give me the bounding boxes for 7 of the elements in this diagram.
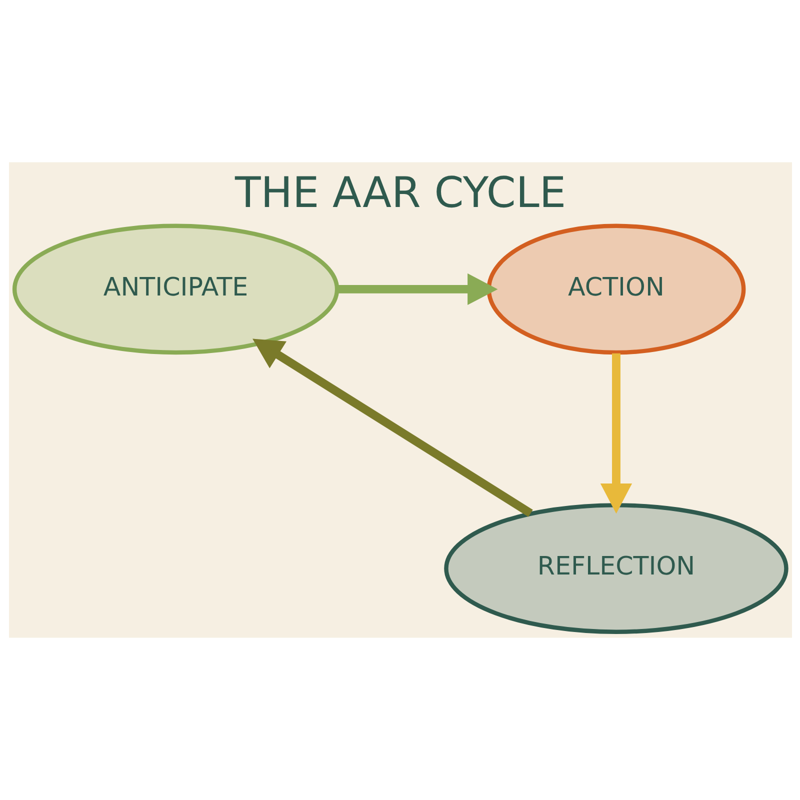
arrow (252, 338, 532, 517)
node-ellipse: ANTICIPATE (12, 224, 339, 355)
arrow (336, 273, 498, 306)
diagram-title: THE AAR CYCLE (234, 168, 566, 218)
arrow (600, 353, 632, 514)
node-ellipse: ACTION (486, 224, 746, 355)
node-ellipse: REFLECTION (444, 503, 788, 634)
